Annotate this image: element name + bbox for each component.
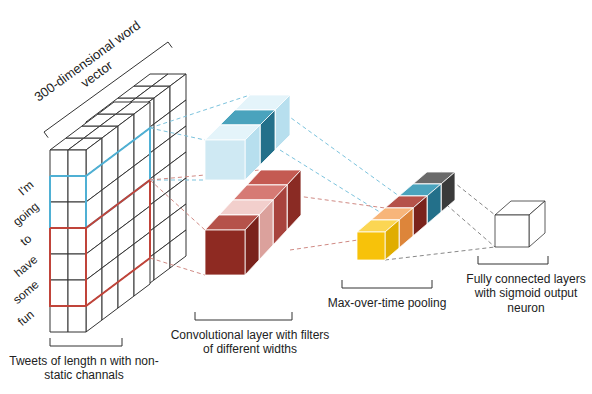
cube-side xyxy=(259,200,273,260)
cube-front xyxy=(205,230,245,275)
cube-side xyxy=(441,172,455,212)
filter-window xyxy=(85,228,87,306)
front-channel xyxy=(50,102,150,332)
matrix-cell xyxy=(170,230,186,268)
bracket xyxy=(478,256,548,264)
cube-side xyxy=(385,220,399,260)
output-neuron xyxy=(495,201,545,247)
word-label: going xyxy=(2,193,50,236)
filter-window xyxy=(50,128,150,228)
cube-side xyxy=(287,170,301,230)
cube-side xyxy=(273,185,287,245)
dashed-link xyxy=(150,180,205,230)
filter-window xyxy=(85,176,87,228)
cube-side xyxy=(245,125,260,180)
matrix-cell xyxy=(68,150,86,176)
pooled-feature xyxy=(357,220,399,260)
cube-front xyxy=(357,232,385,260)
matrix-cell xyxy=(68,280,86,306)
matrix-cell xyxy=(50,306,68,332)
cube-front xyxy=(495,215,529,247)
word-label: fun xyxy=(2,297,50,340)
matrix-cell xyxy=(68,254,86,280)
matrix-cell xyxy=(68,306,86,332)
matrix-cell xyxy=(68,202,86,228)
bracket xyxy=(342,280,432,288)
matrix-cell xyxy=(50,254,68,280)
dashed-link xyxy=(441,172,495,215)
conv-filter-blue xyxy=(205,125,260,180)
dashed-link xyxy=(150,258,205,275)
cube-side xyxy=(260,110,275,165)
cube-side xyxy=(245,215,259,275)
matrix-cell xyxy=(50,150,68,176)
dashed-link xyxy=(150,128,205,140)
bracket xyxy=(195,312,292,320)
bracket xyxy=(50,338,122,346)
cube-side xyxy=(413,196,427,236)
stage-label: Convolutional layer with filters of diff… xyxy=(170,328,330,357)
cube-side xyxy=(275,95,290,150)
conv-filter-red xyxy=(205,215,259,275)
matrix-cell xyxy=(50,280,68,306)
matrix-cell xyxy=(50,202,68,228)
word-label: some xyxy=(2,271,50,314)
dashed-link xyxy=(441,200,495,247)
matrix-cell xyxy=(68,176,86,202)
cube-side xyxy=(529,201,545,247)
cube-side xyxy=(427,184,441,224)
cube-side xyxy=(399,208,413,248)
stage-label: Max-over-time pooling xyxy=(322,296,452,310)
dashed-link xyxy=(290,195,385,208)
stage-label: Tweets of length n with non-static chann… xyxy=(4,354,164,383)
matrix-cell xyxy=(50,176,68,202)
matrix-cell xyxy=(50,228,68,254)
matrix-cell xyxy=(154,242,170,280)
matrix-cell xyxy=(68,228,86,254)
filter-window xyxy=(50,180,150,306)
cube-front xyxy=(205,140,245,180)
stage-label: Fully connected layers with sigmoid outp… xyxy=(466,272,586,315)
